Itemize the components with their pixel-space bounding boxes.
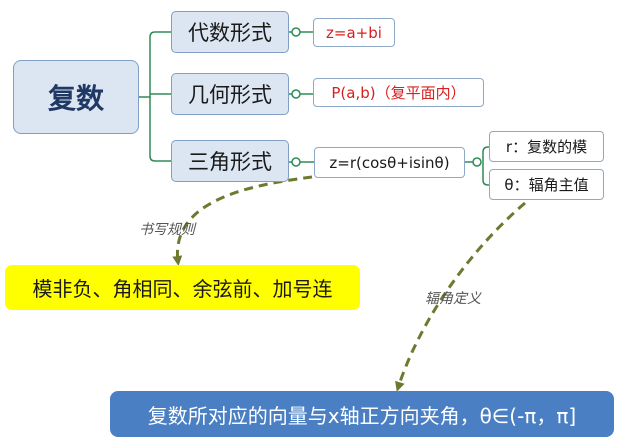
connector-root-trig [149, 97, 171, 162]
leaf-trigonometric-formula: z=r(cosθ+isinθ) [314, 147, 465, 178]
connector-root-algebraic [139, 31, 171, 98]
leaf-geometric-point: P(a,b)（复平面内） [313, 78, 484, 107]
connector-dot-algebraic [291, 27, 301, 37]
writing-rule-arrow [172, 175, 313, 266]
argument-def-arrow [395, 201, 526, 392]
writing-rule-label: 书写规则 [139, 222, 195, 238]
connector-dot-geometric [291, 89, 301, 99]
branch-geometric-form: 几何形式 [171, 73, 289, 115]
connector-dot-trig-sub [472, 157, 482, 167]
argument-def-label: 辐角定义 [425, 291, 481, 307]
argument-definition-note: 复数所对应的向量与x轴正方向夹角，θ∈(-π，π] [110, 391, 614, 437]
root-node-complex-number: 复数 [13, 60, 139, 134]
writing-rule-note: 模非负、角相同、余弦前、加号连 [5, 265, 360, 310]
leaf-modulus: r：复数的模 [489, 131, 604, 162]
leaf-algebraic-formula: z=a+bi [313, 18, 395, 47]
leaf-argument: θ：辐角主值 [489, 169, 604, 200]
connector-dot-trig [291, 157, 301, 167]
branch-trigonometric-form: 三角形式 [171, 140, 289, 182]
branch-algebraic-form: 代数形式 [171, 11, 289, 53]
